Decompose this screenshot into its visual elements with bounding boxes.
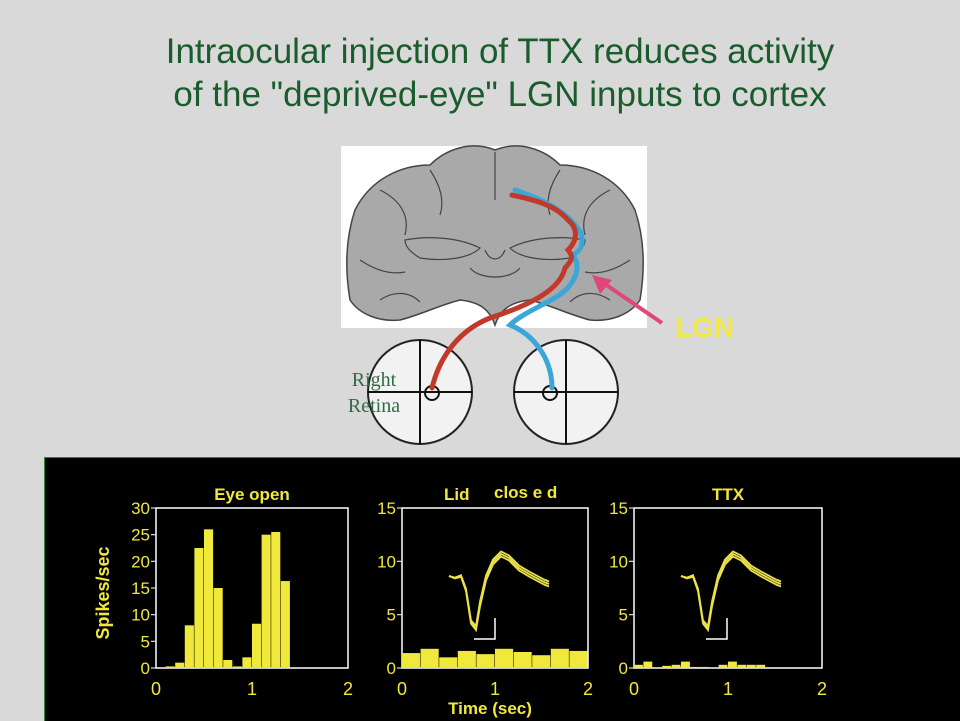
title-line-1: Intraocular injection of TTX reduces act… xyxy=(165,32,835,71)
brain-sulci xyxy=(359,152,631,303)
histogram-bar xyxy=(271,532,281,668)
histogram-bar xyxy=(634,664,643,668)
histogram-bar xyxy=(690,666,700,668)
histogram-bar xyxy=(569,650,588,668)
x-tick-label: 0 xyxy=(151,679,161,699)
waveform-scale-bar xyxy=(706,618,728,640)
y-tick-label: 0 xyxy=(619,659,628,678)
histogram-bar xyxy=(550,648,569,668)
x-tick-label: 2 xyxy=(817,679,827,699)
y-tick-label: 30 xyxy=(131,499,150,518)
histogram-bar xyxy=(223,660,233,668)
histogram-bar xyxy=(737,664,747,668)
histogram-bar xyxy=(213,588,223,668)
x-axis-label: Time (sec) xyxy=(448,699,532,718)
histogram-bar xyxy=(476,654,495,668)
histogram-bar xyxy=(718,664,728,668)
y-tick-label: 15 xyxy=(377,499,396,518)
slide-title: Intraocular injection of TTX reduces act… xyxy=(0,30,960,116)
spike-waveform-trace xyxy=(680,550,782,628)
histogram-bar xyxy=(532,655,551,668)
chart-frame xyxy=(633,507,823,669)
histogram-bar xyxy=(513,652,532,668)
histogram-bar xyxy=(184,625,194,668)
histogram-bar xyxy=(402,653,421,668)
y-tick-label: 20 xyxy=(131,552,150,571)
spike-waveform-trace xyxy=(448,550,550,628)
chart-title: TTX xyxy=(712,485,745,504)
y-tick-label: 5 xyxy=(387,606,396,625)
spike-waveform-trace xyxy=(448,555,550,633)
x-tick-label: 2 xyxy=(583,679,593,699)
histogram-bar xyxy=(232,666,242,668)
histogram-bar xyxy=(699,666,709,668)
chart-title: Eye open xyxy=(214,485,290,504)
x-tick-label: 1 xyxy=(723,679,733,699)
y-tick-label: 0 xyxy=(141,659,150,678)
y-tick-label: 0 xyxy=(387,659,396,678)
histogram-bar xyxy=(242,657,252,668)
right-retina-label: Right Retina xyxy=(336,367,412,419)
y-tick-label: 25 xyxy=(131,526,150,545)
histogram-bar xyxy=(495,648,514,668)
histogram-bar xyxy=(746,664,756,668)
histogram-bar xyxy=(681,661,690,668)
lgn-arrow xyxy=(592,275,664,325)
spike-waveform-trace xyxy=(680,552,782,631)
histogram-bar xyxy=(671,664,681,668)
lgn-label: LGN xyxy=(675,312,735,343)
y-tick-label: 5 xyxy=(141,632,150,651)
y-tick-label: 10 xyxy=(609,552,628,571)
histogram-bar xyxy=(280,581,290,668)
spike-waveform-trace xyxy=(680,555,782,633)
chart-title-part: clos e d xyxy=(494,483,557,502)
pathway-red xyxy=(429,192,578,391)
spike-waveform-trace xyxy=(448,552,550,631)
histogram-bar xyxy=(252,623,262,668)
x-tick-label: 0 xyxy=(629,679,639,699)
histogram-bar xyxy=(728,661,737,668)
chart-title-part: Lid xyxy=(444,485,470,504)
retina-label-line-2: Retina xyxy=(347,395,401,417)
histogram-bar xyxy=(194,548,204,668)
histogram-bar xyxy=(420,648,439,668)
brain-diagram xyxy=(341,145,664,445)
chart-frame xyxy=(401,507,589,669)
retina-right xyxy=(513,339,619,445)
x-tick-label: 1 xyxy=(490,679,500,699)
x-tick-label: 0 xyxy=(397,679,407,699)
x-tick-label: 2 xyxy=(343,679,353,699)
y-tick-label: 10 xyxy=(131,606,150,625)
waveform-scale-bar xyxy=(474,618,496,640)
histogram-bar xyxy=(756,664,766,668)
title-line-2: of the "deprived-eye" LGN inputs to cort… xyxy=(173,75,827,114)
y-tick-label: 15 xyxy=(131,579,150,598)
y-tick-label: 10 xyxy=(377,552,396,571)
histogram-bar xyxy=(457,650,476,668)
histogram-bar xyxy=(662,665,672,668)
y-axis-label: Spikes/sec xyxy=(93,546,113,639)
x-tick-label: 1 xyxy=(247,679,257,699)
histogram-bar xyxy=(643,661,653,668)
histogram-bar xyxy=(165,666,175,668)
retina-label-line-1: Right xyxy=(351,369,397,391)
histogram-bar xyxy=(175,662,185,668)
brain-outline xyxy=(345,145,645,328)
histogram-bar xyxy=(204,529,214,668)
y-tick-label: 15 xyxy=(609,499,628,518)
y-tick-label: 5 xyxy=(619,606,628,625)
histogram-bar xyxy=(439,657,458,668)
histogram-bar xyxy=(261,534,271,668)
